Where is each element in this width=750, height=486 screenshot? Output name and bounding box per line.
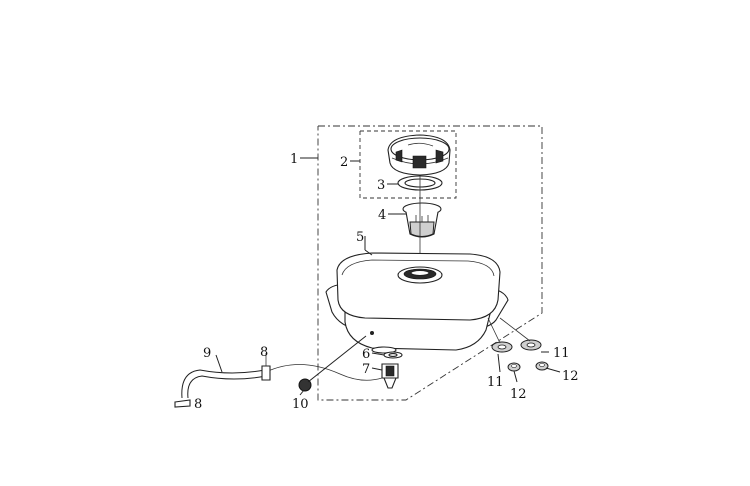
callout-11-left: 11: [487, 375, 504, 390]
fuel-valve: [381, 363, 399, 389]
leader-lines: [215, 157, 561, 396]
valve-seal: [383, 351, 403, 359]
callout-8-bottom: 8: [194, 397, 202, 412]
fuel-tank: [325, 252, 509, 354]
fuel-hose: [174, 364, 383, 408]
rubber-washer-right: [520, 339, 542, 351]
rubber-washer-left: [491, 341, 513, 353]
callout-2: 2: [340, 155, 348, 170]
callout-4: 4: [378, 208, 386, 223]
callout-labels: 1 2 3 4 5 6 7 8 8 9 10 11 11 12 12: [194, 152, 579, 412]
screw: [298, 335, 367, 392]
callout-10: 10: [292, 397, 309, 412]
assembly-boundary: [317, 125, 543, 401]
callout-11-right: 11: [553, 346, 570, 361]
callout-1: 1: [290, 152, 298, 167]
callout-9: 9: [203, 346, 211, 361]
callout-3: 3: [377, 178, 385, 193]
callout-5: 5: [356, 230, 364, 245]
callout-12-left: 12: [510, 387, 527, 402]
nut-left: [507, 362, 521, 372]
callout-12-right: 12: [562, 369, 579, 384]
fuel-cap: [387, 134, 451, 176]
callout-7: 7: [362, 362, 370, 377]
fuel-strainer: [402, 202, 442, 238]
callout-8-top: 8: [260, 345, 268, 360]
cap-subassembly-boundary: [359, 130, 457, 199]
nut-right: [535, 361, 549, 371]
callout-6: 6: [362, 347, 370, 362]
